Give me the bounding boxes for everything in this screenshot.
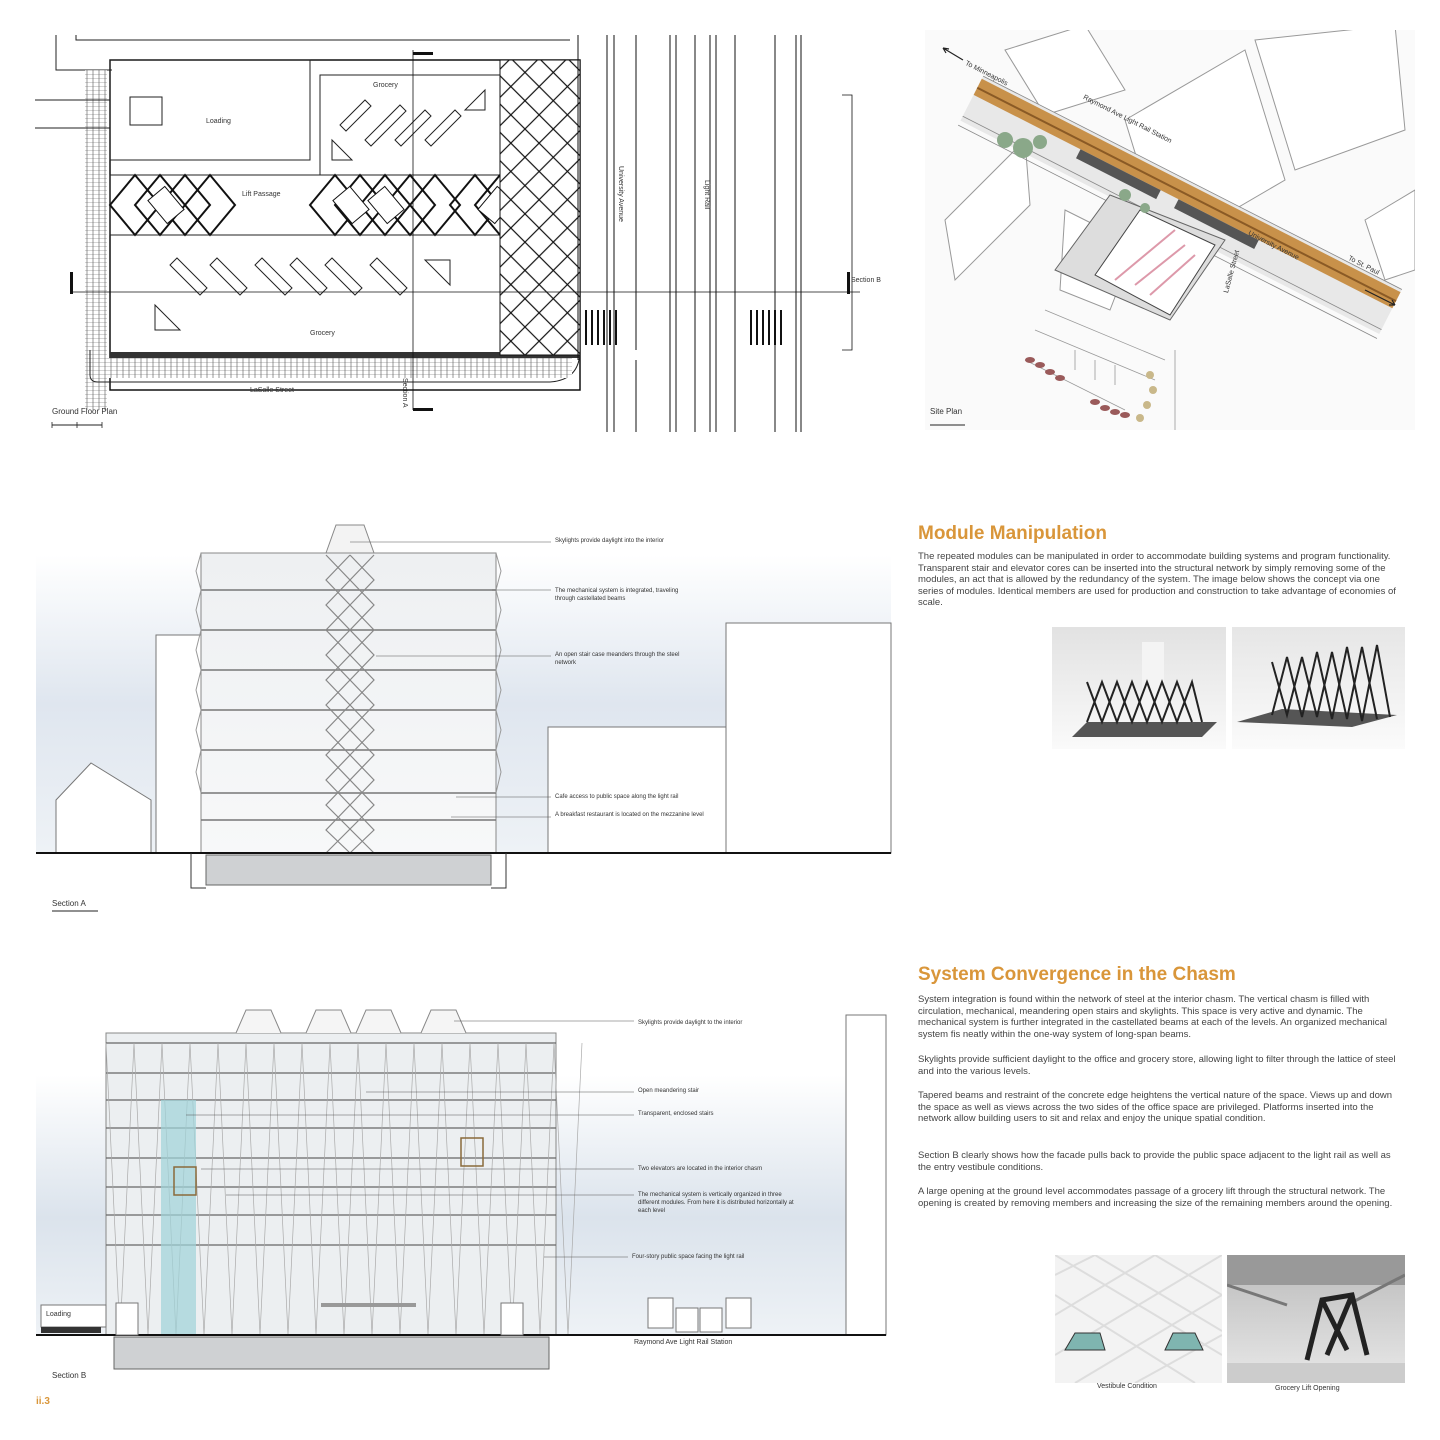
label-loading: Loading (206, 118, 231, 125)
section-a-annotation-2: The mechanical system is integrated, tra… (555, 588, 679, 602)
section-b-loading: Loading (46, 1311, 71, 1318)
site-plan-drawing (925, 30, 1415, 430)
system-convergence-paragraph-2: Skylights provide sufficient daylight to… (918, 1054, 1396, 1077)
system-convergence-paragraph-5: A large opening at the ground level acco… (918, 1186, 1393, 1209)
section-a-annotation-1: Skylights provide daylight into the inte… (555, 538, 665, 544)
section-b: Skylights provide daylight to the interi… (36, 1005, 896, 1405)
module-manipulation-heading: Module Manipulation (918, 523, 1107, 544)
section-b-annotation-6: Four-story public space facing the light… (632, 1254, 745, 1260)
page-number: ii.3 (36, 1396, 50, 1407)
section-a-annotation-3: An open stair case meanders through the … (555, 652, 680, 666)
label-lift-passage: Lift Passage (242, 191, 281, 198)
system-convergence-heading: System Convergence in the Chasm (918, 964, 1236, 985)
section-b-annotation-5: The mechanical system is vertically orga… (638, 1192, 794, 1214)
section-a-annotation-4: Cafe access to public space along the li… (555, 794, 679, 800)
section-a-title: Section A (52, 899, 86, 908)
label-section-b: Section B (851, 277, 881, 284)
module-photo-1 (1052, 627, 1226, 749)
section-b-station: Raymond Ave Light Rail Station (634, 1339, 733, 1346)
ground-floor-plan-drawing (35, 35, 860, 432)
section-b-annotation-3: Transparent, enclosed stairs (638, 1111, 714, 1117)
section-b-drawing (36, 1009, 887, 1370)
section-b-annotation-1: Skylights provide daylight to the interi… (638, 1020, 743, 1026)
module-photo-2 (1232, 627, 1405, 749)
section-b-annotation-2: Open meandering stair (638, 1088, 700, 1094)
label-grocery-bottom: Grocery (310, 330, 335, 337)
label-section-a: Section A (401, 378, 408, 408)
site-plan: To Minneapolis Raymond Ave Light Rail St… (925, 30, 1415, 435)
section-a: Skylights provide daylight into the inte… (36, 515, 896, 920)
caption-vestibule: Vestibule Condition (1097, 1383, 1157, 1390)
module-manipulation-body: The repeated modules can be manipulated … (918, 551, 1396, 608)
section-b-title: Section B (52, 1371, 87, 1380)
section-a-drawing (36, 524, 892, 912)
label-lasalle: LaSalle Street (250, 387, 294, 394)
label-grocery-top: Grocery (373, 82, 398, 89)
system-convergence-paragraph-1: System integration is found within the n… (918, 994, 1387, 1040)
caption-grocery-lift: Grocery Lift Opening (1275, 1385, 1340, 1392)
section-b-annotation-4: Two elevators are located in the interio… (638, 1166, 763, 1172)
ground-floor-plan: Loading Grocery Lift Passage Grocery LaS… (30, 30, 900, 435)
system-convergence-paragraph-4: Section B clearly shows how the facade p… (918, 1150, 1391, 1173)
label-light-rail: Light Rail (703, 180, 710, 210)
grocery-lift-photo (1227, 1255, 1405, 1383)
system-convergence-paragraph-3: Tapered beams and restraint of the concr… (918, 1090, 1393, 1124)
section-a-annotation-5: A breakfast restaurant is located on the… (555, 812, 704, 818)
site-plan-title: Site Plan (930, 407, 963, 416)
label-university: University Avenue (617, 166, 624, 222)
section-b-diagrid (105, 1042, 583, 1336)
vestibule-photo (1055, 1255, 1222, 1383)
ground-floor-plan-title: Ground Floor Plan (52, 407, 118, 416)
